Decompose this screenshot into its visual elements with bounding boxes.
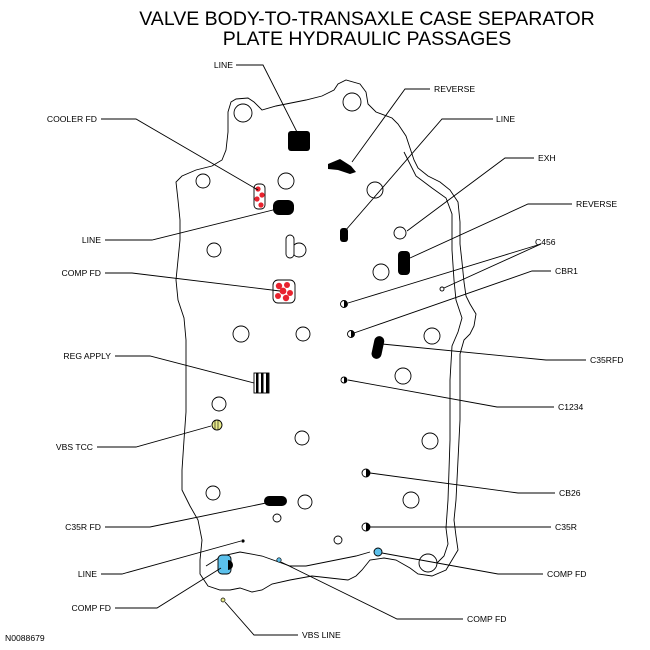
label-c35r: C35R <box>555 522 577 532</box>
boss-circle-bottom-right <box>418 553 438 573</box>
label-reverse-top: REVERSE <box>434 84 475 94</box>
label-c35r-fd: C35R FD <box>65 522 101 532</box>
label-line-top: LINE <box>214 60 233 70</box>
half-filled-holes <box>340 300 371 532</box>
title-line-1: VALVE BODY-TO-TRANSAXLE CASE SEPARATOR <box>139 8 595 30</box>
boss-circle-top-right <box>342 92 362 112</box>
passage-line-top <box>288 131 310 151</box>
label-line-left: LINE <box>82 235 101 245</box>
label-comp-fd-left: COMP FD <box>62 268 101 278</box>
figure-id: N0088679 <box>5 633 45 643</box>
label-vbs-line: VBS LINE <box>302 630 341 640</box>
passage-c35rfd <box>371 336 385 359</box>
label-cbr1: CBR1 <box>555 266 578 276</box>
passage-vbs-tcc <box>211 419 223 431</box>
slot-hole <box>285 234 295 259</box>
label-reg-apply: REG APPLY <box>63 351 111 361</box>
label-cb26: CB26 <box>559 488 581 498</box>
label-line-bottom: LINE <box>78 569 97 579</box>
passage-reg-apply <box>253 372 270 394</box>
label-c456: C456 <box>535 237 556 247</box>
passage-comp-fd-left <box>272 279 296 304</box>
passage-line-right <box>340 228 348 242</box>
label-cooler-fd: COOLER FD <box>47 114 97 124</box>
label-reverse-right: REVERSE <box>576 199 617 209</box>
label-vbs-tcc: VBS TCC <box>56 442 93 452</box>
passage-reverse-right <box>398 251 410 275</box>
plate-outline <box>175 79 477 593</box>
passage-comp-fd-right <box>373 547 383 557</box>
plate-inner-line <box>403 151 463 567</box>
label-c35rfd: C35RFD <box>590 355 623 365</box>
label-c1234: C1234 <box>558 402 584 412</box>
passage-comp-fd-bottom-left <box>217 554 233 575</box>
leader-lines <box>97 64 586 636</box>
passage-cbr1 <box>439 286 445 292</box>
passage-c35r-fd <box>264 496 287 506</box>
label-comp-fd-bottom-left: COMP FD <box>72 603 111 613</box>
boss-circle-top-left <box>233 103 253 123</box>
passage-comp-fd-bottom <box>276 557 282 563</box>
passage-reverse-top <box>328 159 356 174</box>
label-comp-fd-right: COMP FD <box>547 569 586 579</box>
passage-line-left <box>273 200 294 215</box>
label-line-right: LINE <box>496 114 515 124</box>
label-comp-fd-bottom: COMP FD <box>467 614 506 624</box>
label-exh: EXH <box>538 153 556 163</box>
passage-line-bottom <box>241 539 245 543</box>
title-line-2: PLATE HYDRAULIC PASSAGES <box>223 28 512 50</box>
passage-cooler-fd <box>253 183 266 210</box>
passage-vbs-line <box>220 597 226 603</box>
bolt-holes <box>195 172 441 545</box>
